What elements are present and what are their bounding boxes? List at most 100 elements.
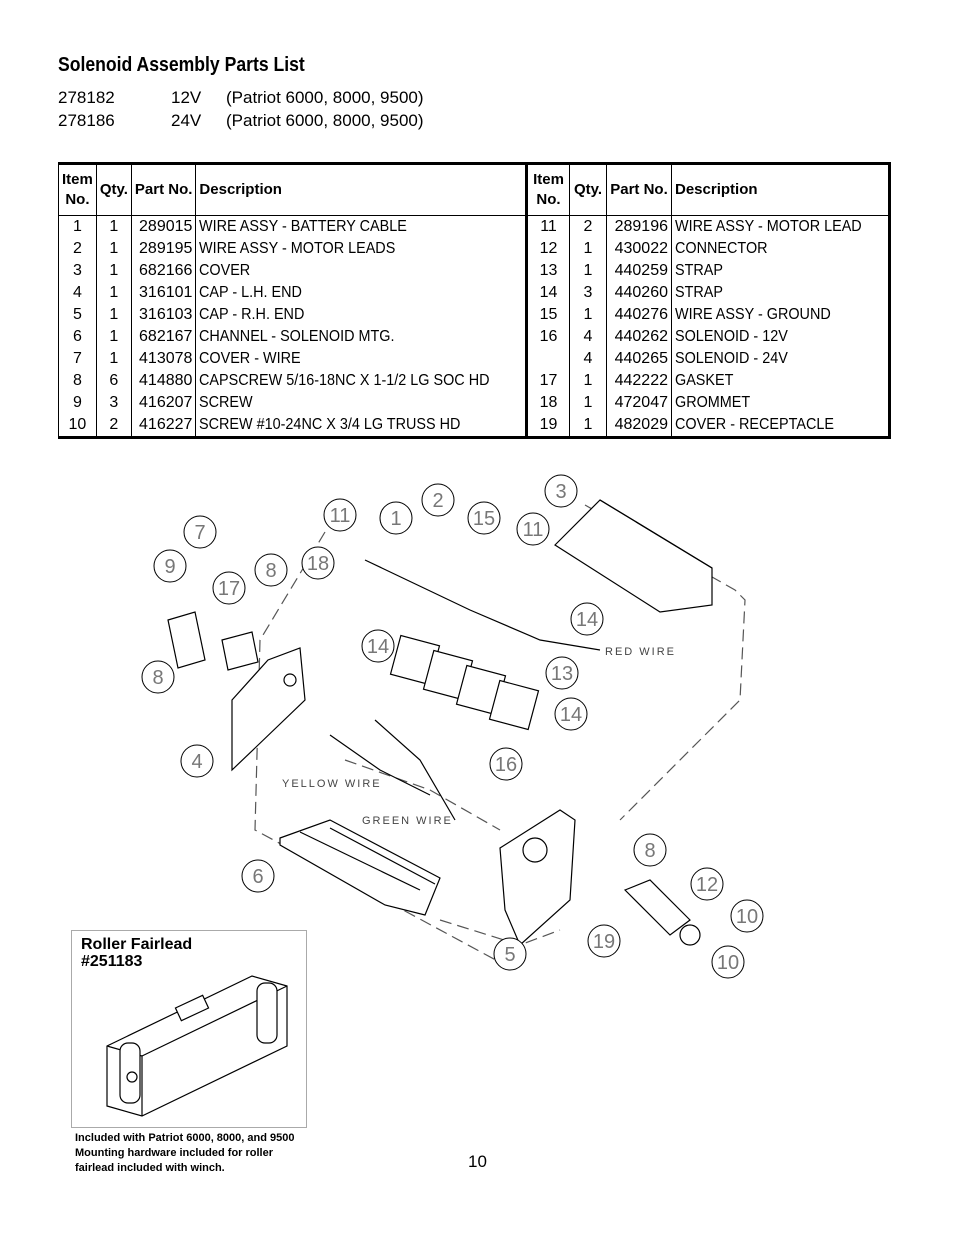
channel-part bbox=[279, 819, 441, 916]
cell-description: GROMMET bbox=[671, 392, 890, 414]
page-title: Solenoid Assembly Parts List bbox=[58, 54, 305, 76]
cell-qty: 1 bbox=[95, 326, 132, 348]
callout-9: 9 bbox=[153, 549, 187, 583]
cell-part-no: 316101 bbox=[130, 282, 197, 304]
cell-item-no: 14 bbox=[527, 282, 570, 304]
callout-5: 5 bbox=[493, 937, 527, 971]
callout-circle bbox=[301, 546, 335, 580]
callout-label: 1 bbox=[390, 508, 401, 530]
callout-label: 17 bbox=[218, 578, 240, 600]
header-description: Description bbox=[671, 162, 890, 216]
callout-circle bbox=[379, 501, 413, 535]
header-part-no: Part No. bbox=[130, 162, 197, 216]
cell-description: STRAP bbox=[671, 260, 890, 282]
callout-15: 15 bbox=[467, 501, 501, 535]
note-line: Included with Patriot 6000, 8000, and 95… bbox=[75, 1132, 295, 1144]
callout-label: 3 bbox=[555, 481, 566, 503]
cell-item-no: 12 bbox=[527, 238, 570, 260]
cell-item-no: 5 bbox=[58, 304, 97, 326]
note-line: fairlead included with winch. bbox=[75, 1162, 225, 1174]
callout-circle bbox=[489, 747, 523, 781]
callout-circle bbox=[711, 945, 745, 979]
roller-fairlead-inset bbox=[71, 930, 307, 1128]
callout-label: 8 bbox=[152, 667, 163, 689]
callout-16: 16 bbox=[489, 747, 523, 781]
red-wire-label: RED WIRE bbox=[605, 646, 676, 658]
cell-description: CAP - L.H. END bbox=[195, 282, 528, 304]
fairlead-title-line: Roller Fairlead bbox=[81, 936, 193, 953]
cell-part-no: 413078 bbox=[130, 348, 197, 370]
callout-8: 8 bbox=[633, 833, 667, 867]
callout-label: 14 bbox=[367, 636, 389, 658]
cell-part-no: 482029 bbox=[606, 414, 672, 439]
callout-label: 7 bbox=[194, 522, 205, 544]
cell-item-no: 1 bbox=[58, 215, 97, 238]
callout-circle bbox=[554, 697, 588, 731]
rh-end-cap bbox=[499, 809, 576, 947]
cell-description: GASKET bbox=[671, 370, 890, 392]
cell-item-no: 6 bbox=[58, 326, 97, 348]
callout-circle bbox=[730, 899, 764, 933]
cell-description: WIRE ASSY - BATTERY CABLE bbox=[195, 215, 528, 238]
callout-14: 14 bbox=[361, 629, 395, 663]
cell-part-no: 440260 bbox=[606, 282, 672, 304]
wire-path bbox=[364, 559, 601, 651]
callout-circle bbox=[241, 859, 275, 893]
callout-11: 11 bbox=[323, 498, 357, 532]
callout-label: 6 bbox=[252, 866, 263, 888]
cell-description: WIRE ASSY - MOTOR LEAD bbox=[671, 215, 890, 238]
cell-description: CAP - R.H. END bbox=[195, 304, 528, 326]
callout-circle bbox=[587, 924, 621, 958]
cell-item-no: 18 bbox=[527, 392, 570, 414]
cell-qty: 1 bbox=[569, 238, 607, 260]
lh-end-cap bbox=[231, 647, 306, 772]
cell-qty: 3 bbox=[95, 392, 132, 414]
callout-7: 7 bbox=[183, 515, 217, 549]
cell-part-no: 442222 bbox=[606, 370, 672, 392]
cell-qty: 4 bbox=[569, 348, 607, 370]
callout-label: 8 bbox=[265, 560, 276, 582]
cell-description: SCREW #10-24NC X 3/4 LG TRUSS HD bbox=[195, 414, 528, 439]
callout-14: 14 bbox=[570, 602, 604, 636]
cell-item-no: 10 bbox=[58, 414, 97, 439]
cell-item-no: 16 bbox=[527, 326, 570, 348]
cell-item-no: 19 bbox=[527, 414, 570, 439]
callout-label: 14 bbox=[560, 704, 582, 726]
cell-qty: 1 bbox=[95, 348, 132, 370]
cell-part-no: 289195 bbox=[130, 238, 197, 260]
callout-circle bbox=[254, 553, 288, 587]
callout-circle bbox=[180, 744, 214, 778]
green-wire-path bbox=[374, 719, 456, 821]
callout-label: 4 bbox=[191, 751, 202, 773]
cell-qty: 6 bbox=[95, 370, 132, 392]
callout-11: 11 bbox=[516, 512, 550, 546]
cell-description: COVER - WIRE bbox=[195, 348, 528, 370]
callout-circle bbox=[690, 867, 724, 901]
callout-circle bbox=[545, 656, 579, 690]
cell-description: SCREW bbox=[195, 392, 528, 414]
cell-item-no bbox=[527, 348, 570, 370]
callout-8: 8 bbox=[141, 660, 175, 694]
callout-label: 18 bbox=[307, 553, 329, 575]
callout-circle bbox=[183, 515, 217, 549]
cell-description: WIRE ASSY - GROUND bbox=[671, 304, 890, 326]
callout-10: 10 bbox=[730, 899, 764, 933]
cell-part-no: 440265 bbox=[606, 348, 672, 370]
callout-19: 19 bbox=[587, 924, 621, 958]
